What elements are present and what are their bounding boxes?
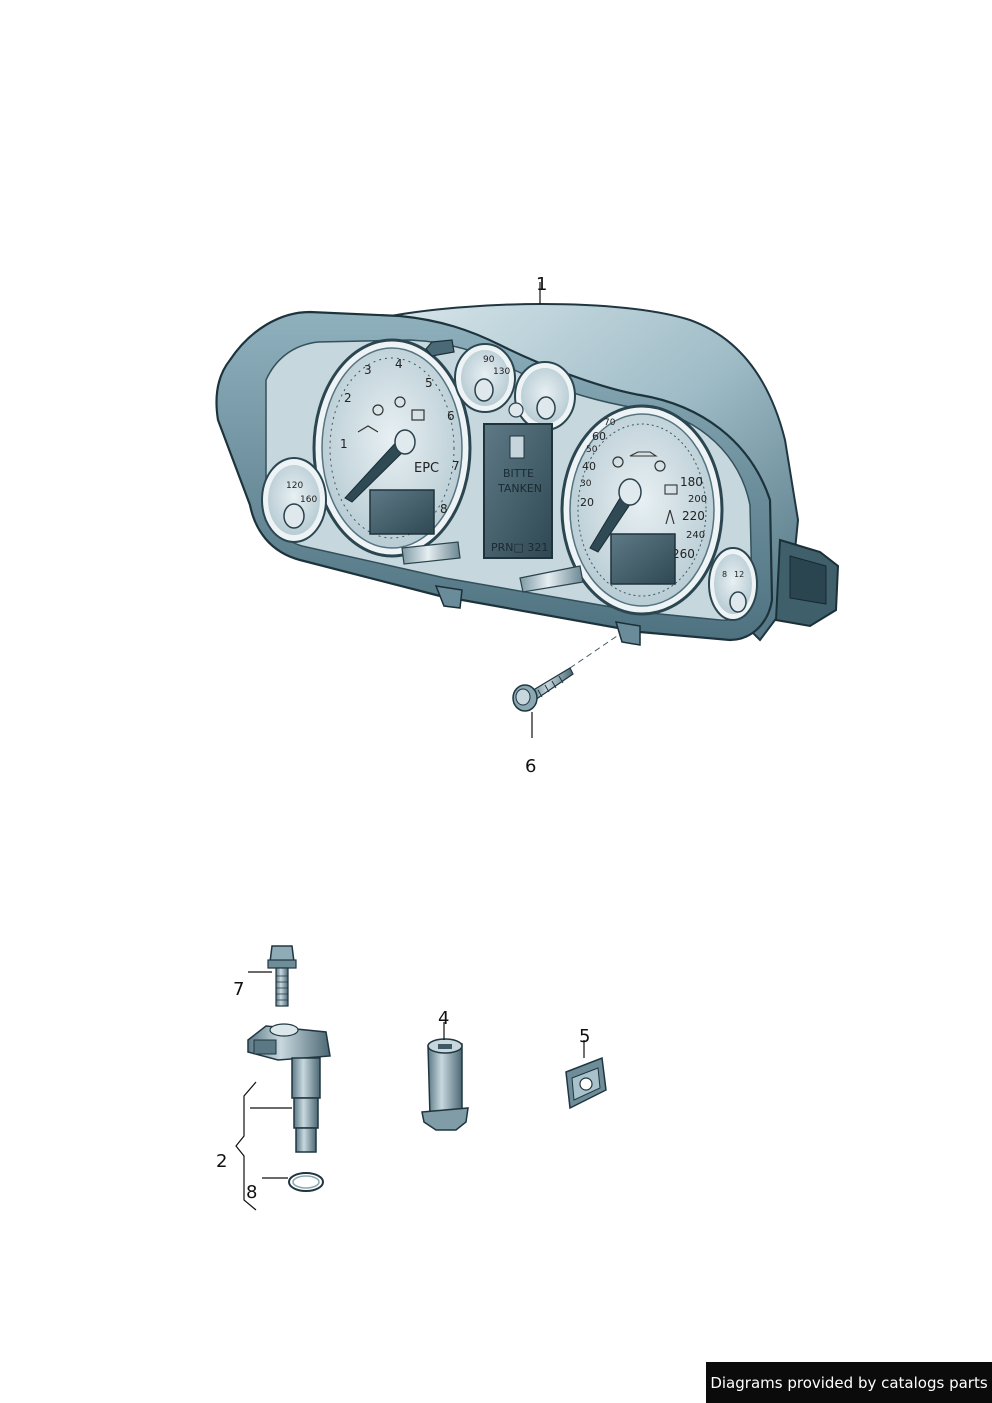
temp-130: 130 [493, 367, 510, 377]
trip-reset-knob [401, 541, 461, 565]
speed-260: 260 [672, 547, 695, 561]
warning-icon [372, 404, 384, 416]
speed-sensor [247, 1023, 331, 1153]
warning-icon [612, 456, 624, 468]
car-icon [629, 451, 658, 457]
speed-180: 180 [680, 475, 703, 489]
lcd-line2: TANKEN [497, 482, 542, 495]
speedometer: 20 30 40 50 60 70 180 200 220 240 260 [519, 404, 724, 616]
speed-50: 50 [586, 445, 598, 455]
door-icon [664, 484, 678, 495]
epc-label: EPC [414, 461, 439, 476]
turn-arrow-left-icon [425, 339, 455, 357]
callout-7: 7 [233, 979, 244, 1000]
instrument-cluster: 1 2 3 4 5 6 7 8 EPC 90 130 [215, 303, 840, 646]
tach-3: 3 [364, 363, 372, 377]
speed-200: 200 [688, 494, 707, 505]
tapping-screw [512, 633, 621, 712]
tach-7: 7 [452, 459, 460, 473]
credit-banner: Diagrams provided by catalogs parts [706, 1362, 992, 1403]
fuel-12: 12 [734, 570, 744, 579]
tach-1: 1 [340, 437, 348, 451]
headlight-icon [508, 402, 524, 418]
mounting-lug [614, 621, 641, 646]
tach-6: 6 [447, 409, 455, 423]
speed-40: 40 [582, 460, 596, 473]
callout-2: 2 [216, 1151, 227, 1172]
speed-30: 30 [580, 479, 592, 489]
callout-8: 8 [246, 1182, 257, 1203]
bulb-holder [421, 1038, 469, 1131]
callout-5: 5 [579, 1026, 590, 1047]
speed-240: 240 [686, 530, 705, 541]
speedo-lcd [610, 533, 676, 585]
oil-120: 120 [286, 481, 303, 491]
fog-light-icon [411, 409, 425, 421]
callout-1: 1 [536, 274, 547, 295]
temp-90: 90 [483, 355, 495, 365]
seatbelt-icon [665, 509, 675, 525]
speed-60: 60 [592, 430, 606, 443]
oil-temp-gauge: 120 160 [261, 457, 327, 543]
tach-2: 2 [344, 391, 352, 405]
speed-sensor-bolt [267, 945, 297, 1007]
callout-6: 6 [525, 756, 536, 777]
coolant-temp-gauge: 90 130 [454, 343, 516, 413]
abs-icon [654, 460, 666, 472]
mounting-lug [434, 585, 463, 609]
auxiliary-gauge [514, 361, 576, 431]
oil-160: 160 [300, 495, 317, 505]
fuel-pump-icon [509, 435, 525, 459]
clock-set-knob [519, 565, 584, 593]
tach-5: 5 [425, 376, 433, 390]
brake-icon [394, 396, 406, 408]
gear-indicator: PRN□ 321 [491, 541, 548, 554]
center-display: BITTE TANKEN PRN□ 321 [483, 423, 553, 559]
retaining-clip [565, 1056, 607, 1110]
speed-220: 220 [682, 509, 705, 523]
o-ring [288, 1172, 324, 1192]
speed-70: 70 [604, 418, 616, 428]
lcd-line1: BITTE [503, 467, 534, 480]
tachometer: 1 2 3 4 5 6 7 8 EPC [312, 338, 472, 565]
turn-signal-icon [357, 425, 379, 433]
tach-4: 4 [395, 357, 403, 371]
tach-lcd [369, 489, 435, 535]
fuel-8: 8 [722, 570, 727, 579]
callout-4: 4 [438, 1008, 449, 1029]
speed-20: 20 [580, 496, 594, 509]
fuel-gauge: 8 12 [708, 547, 758, 621]
tach-8: 8 [440, 502, 448, 516]
